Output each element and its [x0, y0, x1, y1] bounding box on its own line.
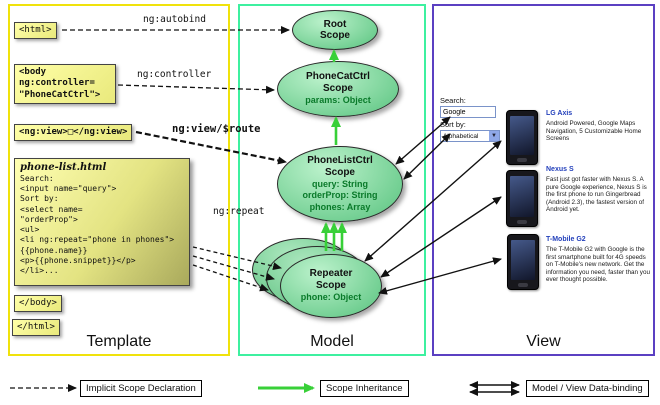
phone-image-lg-axis: [506, 110, 538, 165]
repeater-scope-title: Repeater Scope: [309, 268, 353, 291]
phone-button: [518, 283, 528, 287]
dropdown-arrow-icon: ▼: [489, 131, 499, 141]
legend-model-view-databinding: Model / View Data-binding: [526, 380, 649, 397]
phone-desc-lg-axis: Android Powered, Google Maps Navigation,…: [546, 120, 642, 143]
phonecatctrl-scope-title: PhoneCatCtrl Scope: [306, 71, 370, 94]
view-sort-select[interactable]: Alphabetical ▼: [440, 130, 500, 142]
view-sort-label: Sort by:: [440, 120, 466, 129]
phone-list-template-box: phone-list.html Search: <input name="que…: [14, 158, 190, 286]
phone-screen: [510, 176, 534, 217]
legend-implicit-scope-declaration: Implicit Scope Declaration: [80, 380, 202, 397]
phone-link-nexus-s[interactable]: Nexus S: [546, 166, 574, 173]
template-column-label: Template: [86, 333, 152, 350]
body-controller-box: <body ng:controller= "PhoneCatCtrl">: [14, 64, 116, 104]
view-search-label: Search:: [440, 96, 466, 105]
view-sort-selected-value: Alphabetical: [443, 132, 479, 140]
phone-list-code: Search: <input name="query"> Sort by: <s…: [20, 174, 175, 276]
legend-scope-inheritance: Scope Inheritance: [320, 380, 409, 397]
body-close-tag-box: </body>: [14, 295, 62, 313]
phone-image-nexus-s: [506, 170, 538, 227]
phone-link-tmobile-g2[interactable]: T-Mobile G2: [546, 236, 586, 243]
phone-screen: [510, 116, 534, 155]
phone-screen: [511, 240, 535, 280]
repeater-scope-ellipse: Repeater Scope phone: Object: [280, 254, 382, 318]
ng-controller-label: ng:controller: [137, 69, 212, 80]
template-column: [8, 4, 230, 356]
phone-button: [517, 158, 527, 162]
phonelistctrl-scope-ellipse: PhoneListCtrl Scope query: String orderP…: [277, 146, 403, 222]
phonecatctrl-scope-props: params: Object: [305, 95, 371, 106]
phone-link-lg-axis[interactable]: LG Axis: [546, 110, 573, 117]
phone-image-tmobile-g2: [507, 234, 539, 290]
phone-desc-nexus-s: Fast just got faster with Nexus S. A pur…: [546, 176, 647, 214]
html-open-tag-box: <html>: [14, 22, 57, 40]
phone-button: [517, 220, 527, 224]
root-scope-title: Root Scope: [319, 18, 350, 42]
phone-list-title: phone-list.html: [20, 162, 107, 173]
ng-view-route-label: ng:view/$route: [172, 123, 261, 135]
phonelistctrl-scope-props: query: String orderProp: String phones: …: [302, 179, 378, 212]
phonecatctrl-scope-ellipse: PhoneCatCtrl Scope params: Object: [277, 61, 399, 117]
model-column-label: Model: [310, 333, 354, 350]
phonelistctrl-scope-title: PhoneListCtrl Scope: [307, 155, 373, 178]
ng-repeat-label: ng:repeat: [213, 206, 265, 217]
repeater-scope-props: phone: Object: [300, 292, 362, 303]
view-search-input[interactable]: [440, 106, 496, 118]
html-close-tag-box: </html>: [12, 319, 60, 337]
phone-desc-tmobile-g2: The T-Mobile G2 with Google is the first…: [546, 246, 650, 284]
ng-autobind-label: ng:autobind: [143, 14, 206, 25]
root-scope-ellipse: Root Scope: [292, 10, 378, 50]
view-column-label: View: [526, 333, 561, 350]
ng-view-tag-box: <ng:view>□</ng:view>: [14, 124, 133, 142]
